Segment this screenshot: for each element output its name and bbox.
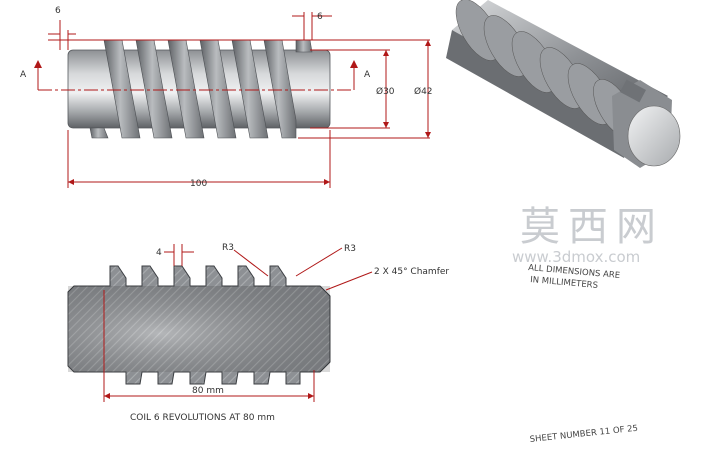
thread-coils — [89, 39, 313, 139]
front-view: A A 6 6 Ø30 Ø42 100 — [20, 6, 433, 189]
radius-label-left: R3 — [222, 243, 234, 253]
watermark-url: www.3dmox.com — [512, 248, 640, 266]
dim-lead-right: 6 — [317, 12, 323, 22]
radius-label-right: R3 — [344, 244, 356, 254]
iso-thread-coils — [455, 0, 635, 137]
sheet-number: SHEET NUMBER 11 OF 25 — [529, 424, 638, 445]
dim-tooth-width: 4 — [156, 248, 162, 258]
isometric-view — [446, 0, 681, 168]
iso-shaft-end-face — [627, 105, 681, 167]
dim-root-diameter: Ø30 — [376, 86, 395, 97]
section-label-left: A — [20, 70, 27, 80]
dim-overall-length: 100 — [190, 179, 207, 189]
dim-outer-diameter: Ø42 — [414, 86, 433, 97]
watermark-chinese: 莫西网 — [520, 204, 664, 250]
chamfer-callout: 2 X 45° Chamfer — [374, 267, 449, 277]
section-label-right: A — [364, 70, 371, 80]
dim-lead-left: 6 — [55, 6, 61, 16]
section-view: 4 R3 R3 2 X 45° Chamfer 80 mm COIL 6 REV… — [67, 243, 449, 423]
dim-coil-length: 80 mm — [192, 386, 224, 396]
coil-note: COIL 6 REVOLUTIONS AT 80 mm — [130, 413, 275, 423]
